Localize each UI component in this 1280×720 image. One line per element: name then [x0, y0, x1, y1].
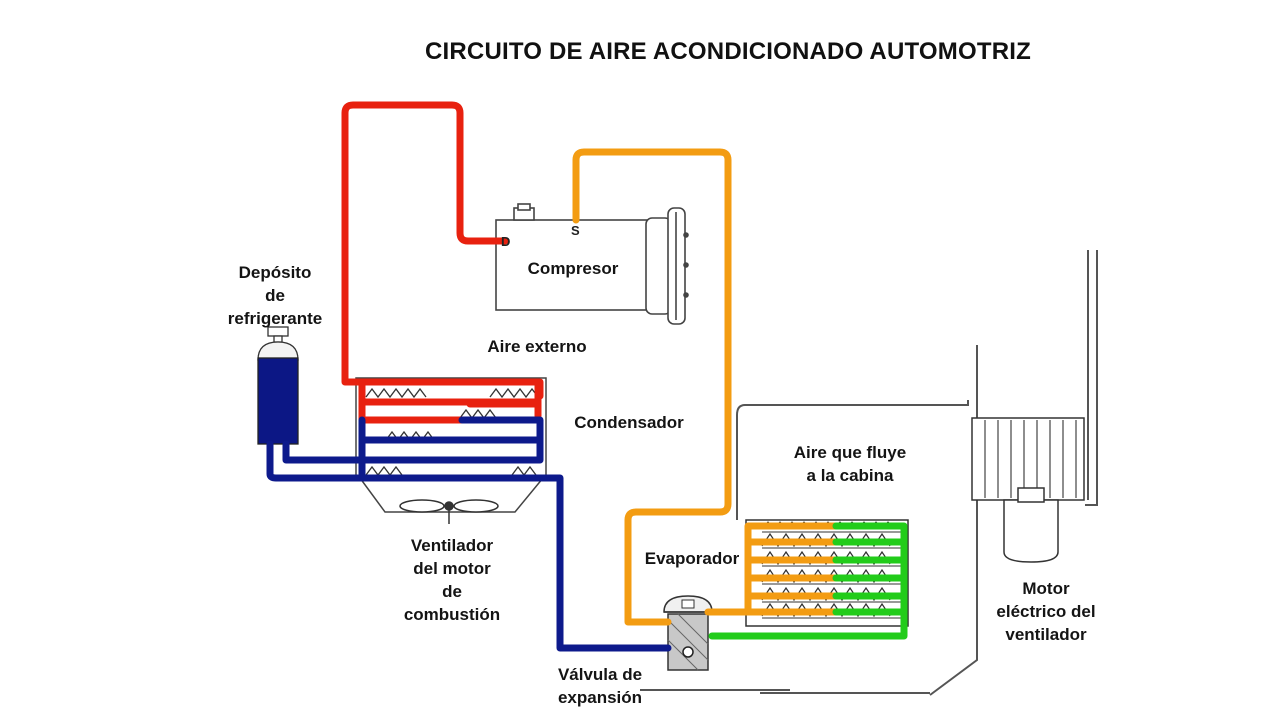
suction-port-label: S — [571, 223, 580, 238]
high-pressure-liquid-line — [266, 416, 672, 652]
expansion-valve-label-line-1: Válvula de — [557, 665, 643, 684]
expansion-valve-label: Válvula de expansión — [536, 663, 664, 709]
receiver-drier — [257, 326, 299, 445]
cabin-air-label: Aire que fluye a la cabina — [778, 441, 922, 487]
blower-motor-label-line-3: ventilador — [1005, 625, 1087, 644]
evaporator-label: Evaporador — [644, 549, 740, 568]
engine-fan-label-line-2: del motor — [413, 559, 491, 578]
engine-fan-label-line-1: Ventilador — [410, 536, 494, 555]
low-pressure-gas-line — [708, 522, 908, 640]
outside-air-label: Aire externo — [487, 337, 587, 356]
receiver-drier-label: Depósito de refrigerante — [210, 261, 340, 330]
discharge-port-label: D — [501, 234, 511, 249]
blower-motor-label: Motor eléctrico del ventilador — [980, 577, 1112, 646]
evaporator — [745, 519, 909, 627]
compressor — [495, 203, 689, 325]
engine-fan-label: Ventilador del motor de combustión — [382, 534, 522, 626]
engine-fan-label-line-3: de — [442, 582, 462, 601]
receiver-drier-label-line-2: de — [265, 286, 285, 305]
low-pressure-liquid-line — [572, 148, 840, 626]
condenser-label: Condensador — [574, 413, 684, 432]
cabin-air-label-line-2: a la cabina — [806, 466, 894, 485]
engine-fan — [399, 499, 499, 524]
receiver-drier-label-line-3: refrigerante — [227, 309, 323, 328]
page-title: CIRCUITO DE AIRE ACONDICIONADO AUTOMOTRI… — [425, 38, 1031, 65]
receiver-drier-label-line-1: Depósito — [238, 263, 312, 282]
engine-fan-label-line-4: combustión — [403, 605, 501, 624]
compressor-label: Compresor — [527, 259, 619, 278]
blower-motor-label-line-2: eléctrico del — [996, 602, 1096, 621]
cabin-air-label-line-1: Aire que fluye — [793, 443, 907, 462]
blower-motor-label-line-1: Motor — [1022, 579, 1070, 598]
blower-motor — [971, 417, 1085, 563]
expansion-valve — [663, 595, 713, 671]
condenser — [355, 377, 547, 513]
expansion-valve-label-line-2: expansión — [557, 688, 643, 707]
